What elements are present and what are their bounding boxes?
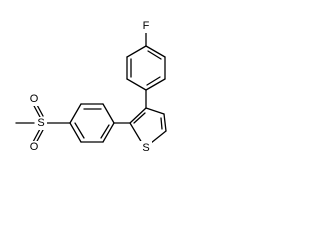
svg-text:F: F xyxy=(143,20,150,32)
bond-lines xyxy=(15,31,167,144)
sulfonyl-oxygen-lower-atom: O xyxy=(28,141,40,154)
thiophene-sulfur-atom: S xyxy=(140,141,152,154)
fluorophenyl-ring xyxy=(126,45,166,91)
sulfonyl-sulfur-atom: S xyxy=(35,117,47,130)
svg-text:O: O xyxy=(30,93,39,105)
chemical-structure-diagram: F S S O O xyxy=(15,20,167,154)
svg-text:O: O xyxy=(30,141,39,153)
atom-labels: F S S O O xyxy=(28,20,152,154)
sulfonyl-oxygen-upper-atom: O xyxy=(28,93,40,106)
svg-text:S: S xyxy=(37,117,44,129)
fluorine-atom: F xyxy=(140,20,152,33)
svg-text:S: S xyxy=(142,142,149,154)
sulfonylphenyl-ring xyxy=(69,103,115,143)
thiophene-ring xyxy=(129,107,167,144)
